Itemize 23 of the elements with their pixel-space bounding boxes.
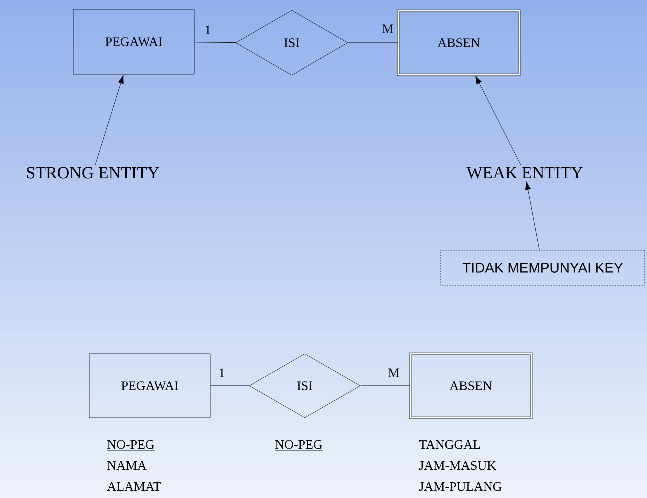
entity-box: PEGAWAI	[89, 354, 211, 418]
weak-entity-box: ABSEN	[409, 352, 533, 420]
callout-text: WEAK ENTITY	[466, 167, 583, 179]
attribute-text: ALAMAT	[107, 482, 162, 491]
attribute-text: NO-PEG	[275, 440, 324, 451]
cardinality-label: M	[382, 24, 394, 34]
attribute-text: NAMA	[108, 461, 147, 470]
attribute-text: JAM-PULANG	[419, 482, 502, 492]
cardinality-label: 1	[220, 368, 224, 378]
entity-box: PEGAWAI	[73, 9, 195, 75]
cardinality-label: 1	[206, 26, 210, 34]
arrow	[525, 182, 540, 250]
note-box: TIDAK MEMPUNYAI KEY	[440, 250, 646, 286]
arrow	[95, 75, 124, 166]
weak-entity-box: ABSEN	[397, 10, 521, 76]
attribute-text: NO-PEG	[107, 440, 156, 451]
attribute-text: TANGGAL	[419, 440, 480, 450]
connector-line	[194, 42, 237, 43]
cardinality-label: M	[388, 368, 400, 378]
connector-line	[348, 42, 399, 44]
attribute-text: JAM-MASUK	[419, 461, 496, 470]
callout-text: STRONG ENTITY	[27, 167, 160, 179]
arrow	[476, 76, 522, 166]
